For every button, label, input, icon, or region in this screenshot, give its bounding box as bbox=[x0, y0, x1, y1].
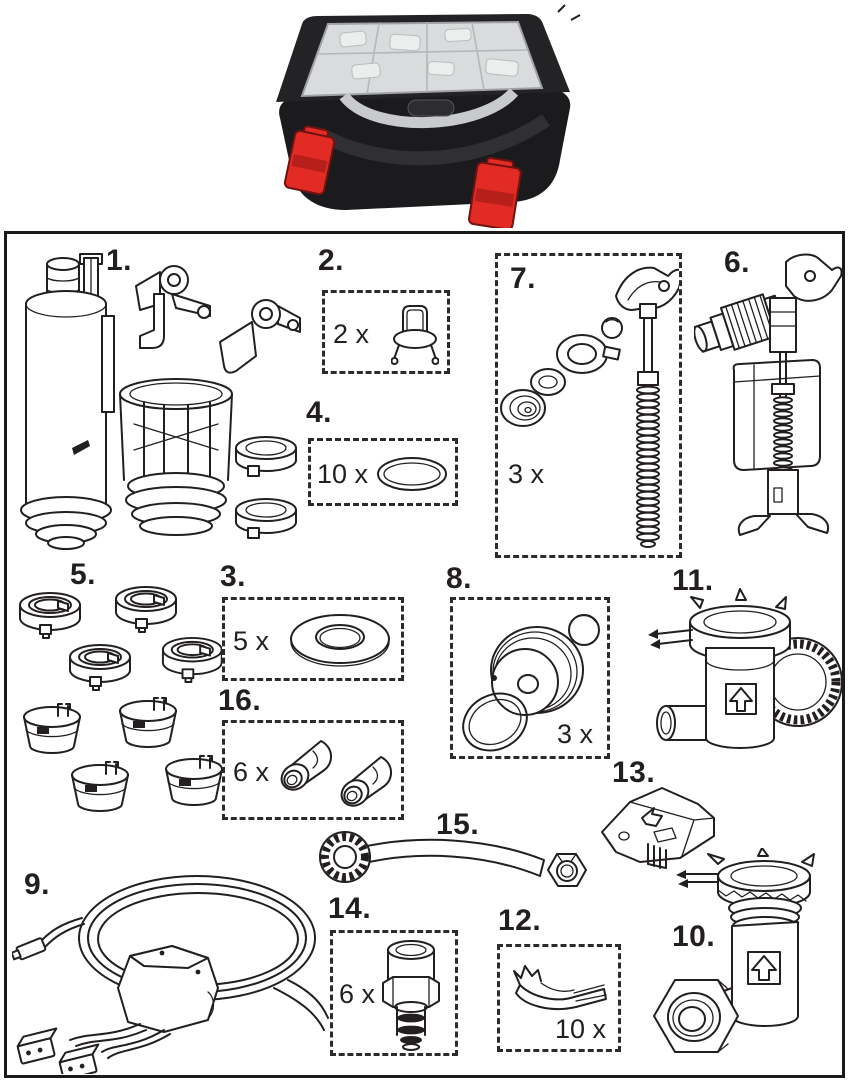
item-14-qty: 6 x bbox=[339, 979, 376, 1009]
item-10-label: 10. bbox=[672, 920, 716, 953]
latch-right bbox=[468, 156, 522, 228]
seal-caps-set-drawing bbox=[19, 586, 222, 812]
seal-cap-drawing bbox=[235, 436, 297, 539]
flush-valve-drawing bbox=[20, 253, 301, 550]
item-11-label: 11. bbox=[672, 564, 714, 597]
valve-basket-drawing bbox=[119, 378, 233, 536]
lever-part-a bbox=[135, 265, 211, 349]
item-7-label: 7. bbox=[510, 262, 537, 295]
item-16-qty: 6 x bbox=[233, 757, 270, 787]
item-7-qty: 3 x bbox=[508, 459, 545, 489]
item-3-box: 5 x bbox=[222, 597, 404, 681]
grommet-icon bbox=[277, 740, 393, 812]
item-2-qty: 2 x bbox=[333, 319, 370, 349]
item-8-box: 3 x bbox=[450, 597, 610, 759]
item-9-label: 9. bbox=[24, 868, 51, 901]
o-ring-icon bbox=[377, 457, 447, 491]
item-4-qty: 10 x bbox=[317, 459, 369, 489]
item-2-box: 2 x bbox=[322, 290, 450, 374]
item-15-label: 15. bbox=[436, 808, 480, 841]
item-6-label: 6. bbox=[724, 246, 751, 279]
item-3-qty: 5 x bbox=[233, 626, 270, 656]
parts-frame-border bbox=[4, 231, 845, 1078]
item-8-label: 8. bbox=[446, 562, 473, 595]
item-8-qty: 3 x bbox=[556, 719, 593, 749]
connector-nipple-icon bbox=[382, 940, 440, 1051]
item-12-label: 12. bbox=[498, 904, 542, 937]
fill-valve-drawing bbox=[694, 253, 843, 536]
angle-valve-drawing bbox=[653, 848, 815, 1053]
float-valve-drawing bbox=[500, 266, 679, 548]
lid-compartment-grid bbox=[316, 22, 529, 95]
retaining-clip-icon bbox=[513, 965, 607, 1011]
item-7-box: 7. 3 x bbox=[495, 253, 682, 558]
flush-pipe-drawing bbox=[319, 831, 587, 887]
item-4-box: 10 x bbox=[308, 438, 458, 506]
item-14-box: 6 x bbox=[330, 930, 458, 1056]
spring-coil bbox=[636, 385, 660, 548]
item-13-label: 13. bbox=[612, 756, 656, 789]
washer-icon bbox=[290, 614, 390, 667]
item-12-qty: 10 x bbox=[554, 1014, 606, 1044]
item-5-label: 5. bbox=[70, 558, 97, 591]
lever-part-b bbox=[219, 299, 301, 374]
item-16-box: 6 x bbox=[222, 720, 404, 820]
item-16-label: 16. bbox=[218, 684, 262, 717]
latch-left bbox=[283, 125, 336, 196]
item-2-label: 2. bbox=[318, 244, 345, 277]
clip-icon bbox=[391, 305, 439, 365]
item-12-box: 10 x bbox=[497, 944, 621, 1052]
item-4-label: 4. bbox=[306, 396, 333, 429]
parts-case-photo bbox=[276, 4, 581, 228]
item-1-label: 1. bbox=[106, 244, 133, 277]
tece-mark bbox=[72, 440, 90, 455]
parts-bags bbox=[339, 28, 519, 80]
diaphragm-set-drawing bbox=[462, 614, 600, 752]
item-14-label: 14. bbox=[328, 892, 372, 925]
valve-body-drawing bbox=[648, 588, 843, 749]
bracket-drawing bbox=[601, 787, 715, 869]
cable-module-drawing bbox=[12, 875, 329, 1074]
item-3-label: 3. bbox=[220, 560, 247, 593]
